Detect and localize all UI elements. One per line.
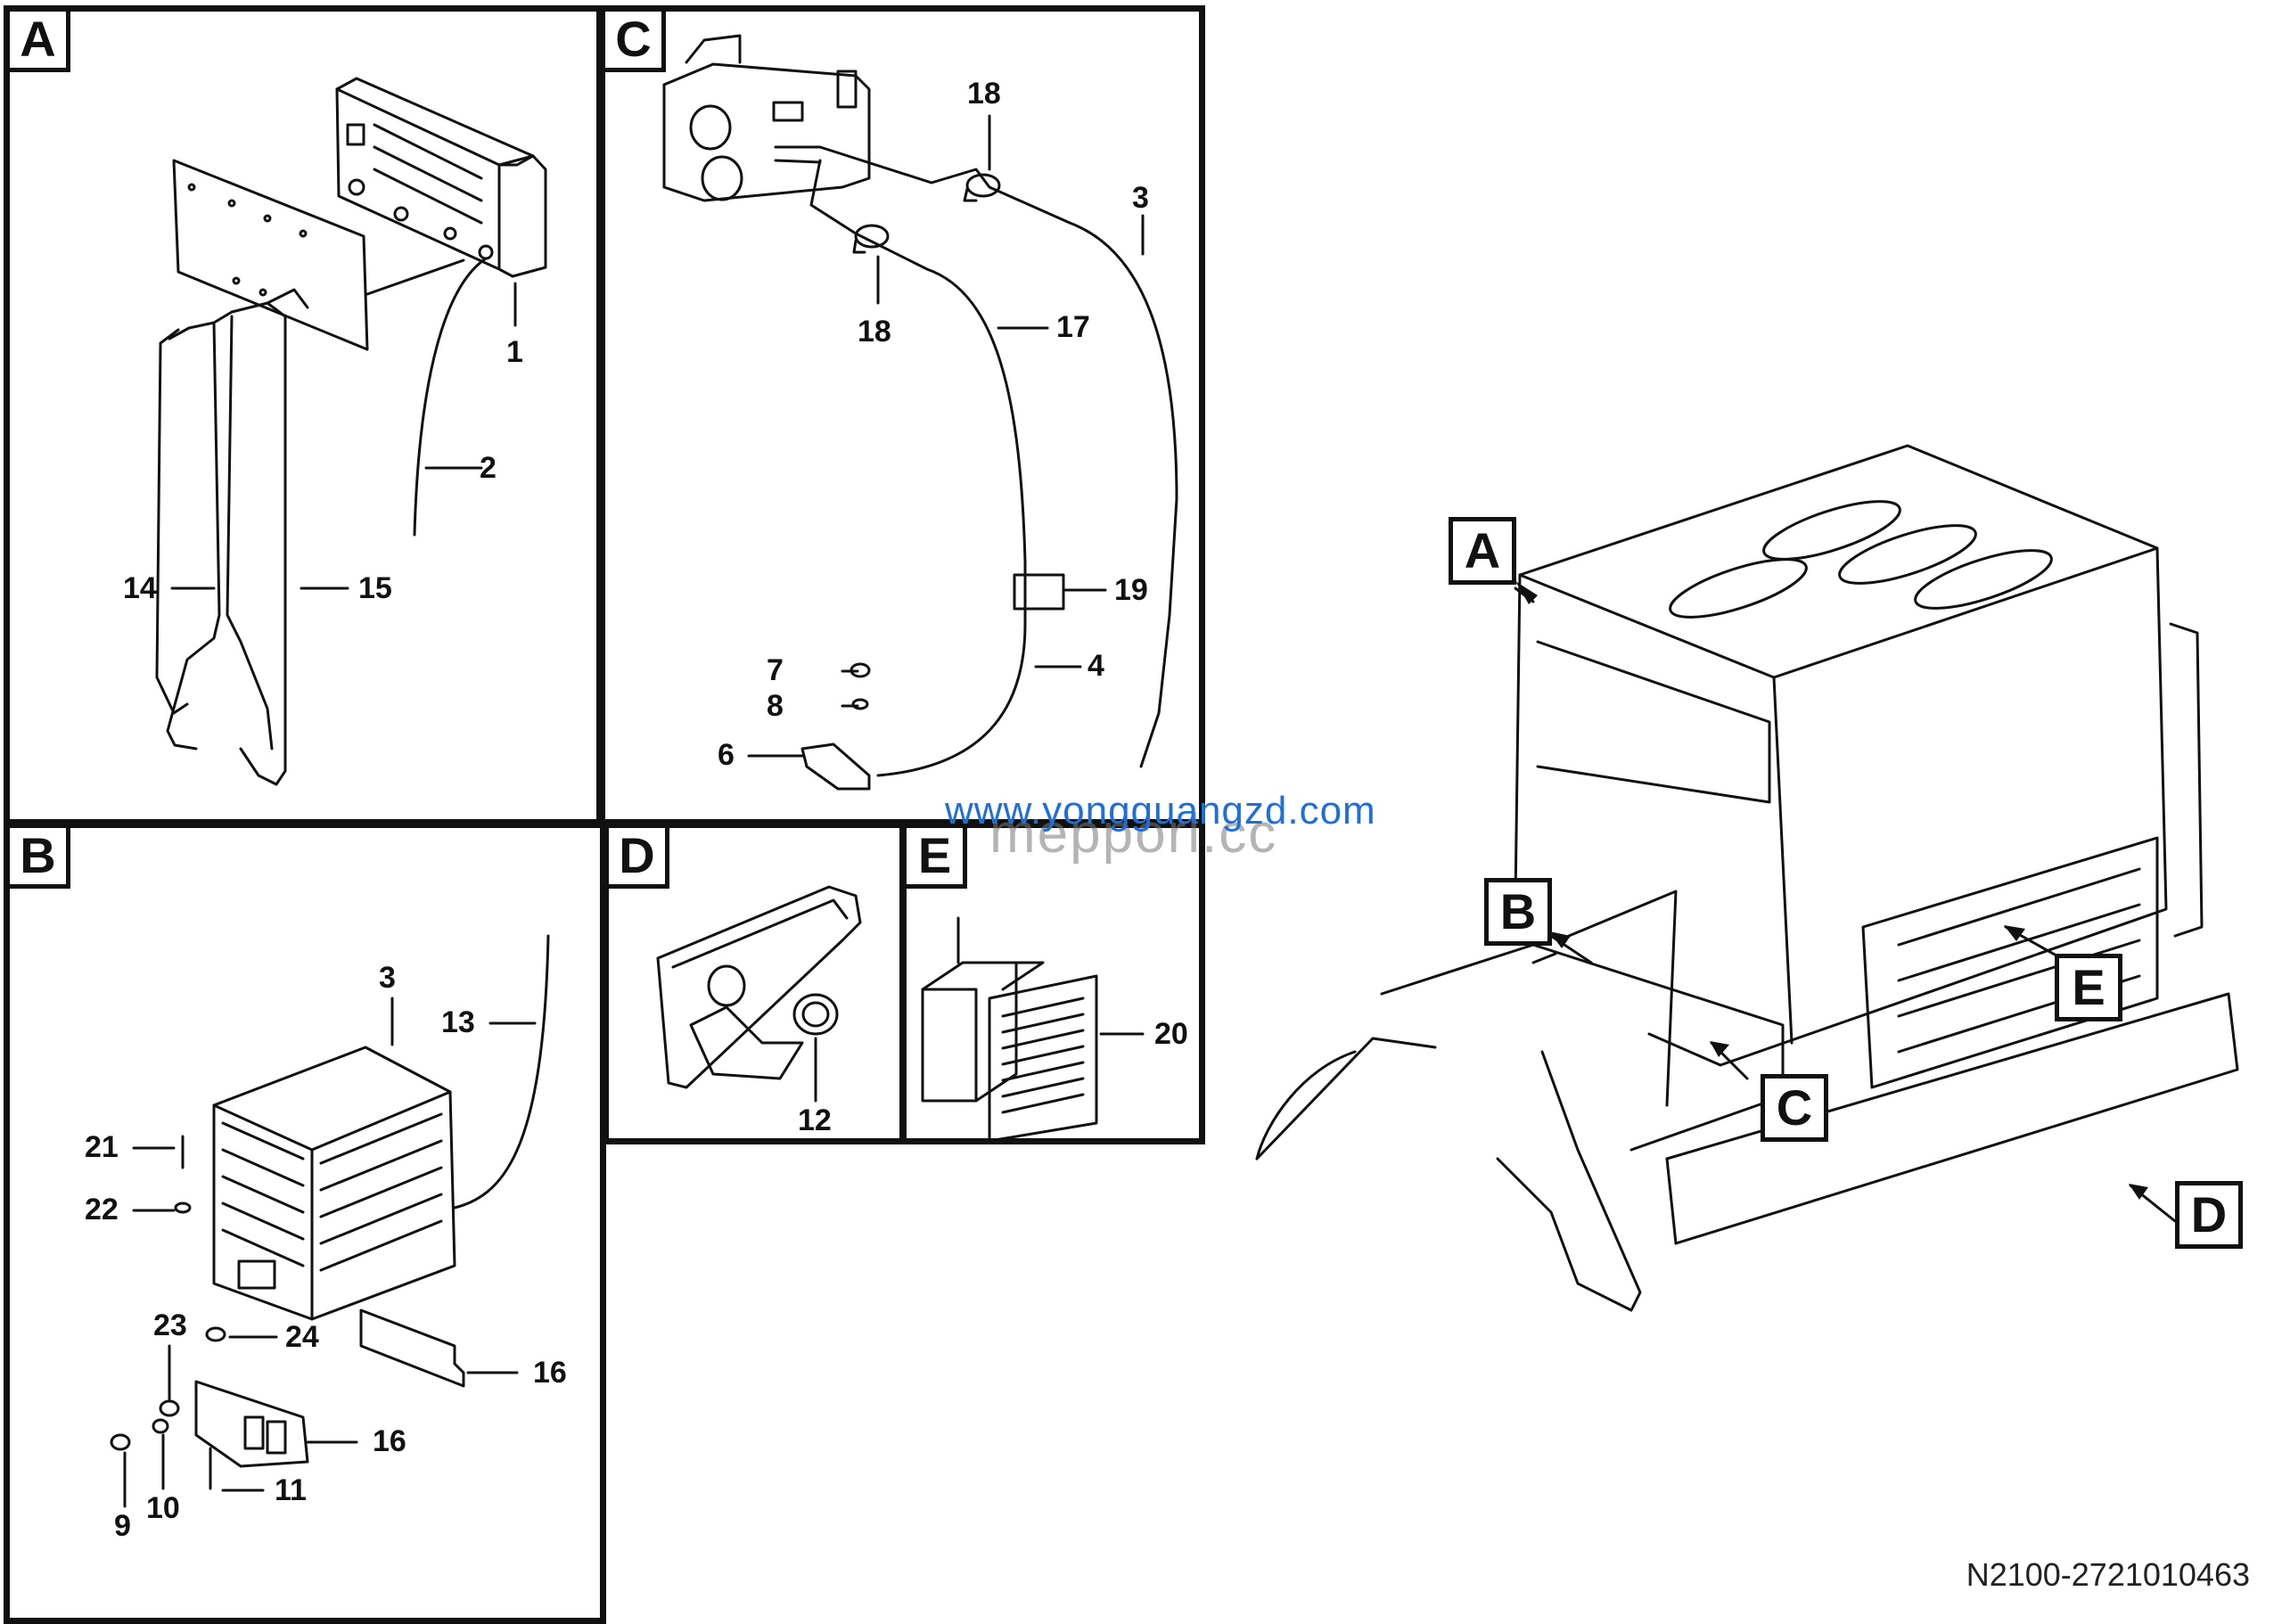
part-number-8: 8 xyxy=(767,689,784,723)
arrow-c xyxy=(1710,1041,1729,1057)
part-number-18-lower: 18 xyxy=(858,315,891,349)
part-number-16-lower: 16 xyxy=(373,1424,406,1458)
part-number-15: 15 xyxy=(358,571,392,605)
washer-22-shape xyxy=(174,1202,192,1214)
part-number-3-c: 3 xyxy=(1132,181,1149,215)
part-number-1: 1 xyxy=(506,335,523,369)
watermark-url: www.yongguangzd.com xyxy=(945,789,1376,833)
hose-4-drawing xyxy=(876,622,1027,777)
part-number-7: 7 xyxy=(767,653,784,687)
arrow-b xyxy=(1549,931,1571,948)
grommet-bracket-drawing xyxy=(656,885,862,1089)
part-number-19: 19 xyxy=(1114,573,1148,607)
cable-2-drawing xyxy=(413,257,488,537)
callout-a: A xyxy=(1449,517,1516,585)
part-number-24: 24 xyxy=(285,1320,319,1354)
panel-c: C xyxy=(599,5,1205,825)
heater-unit-drawing xyxy=(335,77,547,278)
diagram-code: N2100-2721010463 xyxy=(1966,1556,2250,1593)
panel-e-tag: E xyxy=(907,828,967,889)
part-number-21: 21 xyxy=(85,1130,119,1164)
part-number-14: 14 xyxy=(123,571,157,605)
callout-b: B xyxy=(1484,878,1552,946)
callout-d: D xyxy=(2175,1181,2243,1249)
bracket-6 xyxy=(800,742,871,791)
part-number-16-upper: 16 xyxy=(533,1356,567,1390)
nut-9-shape xyxy=(110,1433,131,1451)
panel-e: E xyxy=(900,822,1205,1144)
pipe-14-drawing xyxy=(155,288,309,786)
part-number-20: 20 xyxy=(1154,1017,1188,1051)
hose-3-drawing xyxy=(818,145,1178,768)
bracket-16-upper xyxy=(359,1308,465,1388)
washer-8-shape xyxy=(851,698,869,710)
wire-13-drawing xyxy=(453,934,550,1210)
panel-b-tag: B xyxy=(10,828,70,889)
part-number-2: 2 xyxy=(480,451,497,485)
arrow-e xyxy=(2004,925,2025,941)
part-number-23: 23 xyxy=(153,1308,187,1342)
panel-c-tag: C xyxy=(605,12,666,72)
part-number-10: 10 xyxy=(146,1491,180,1525)
callout-e: E xyxy=(2055,954,2122,1021)
mounting-plate-drawing xyxy=(172,159,465,351)
part-number-18-top: 18 xyxy=(967,77,1001,111)
arrow-a xyxy=(1515,581,1538,604)
chassis-frame-drawing xyxy=(1255,836,2239,1312)
valve-block-drawing xyxy=(662,34,871,202)
part-number-12: 12 xyxy=(798,1103,832,1137)
hose-clamp-18a xyxy=(963,173,1001,202)
watermark-text-large: mepporl.cc xyxy=(989,803,1278,865)
part-number-13: 13 xyxy=(441,1005,475,1039)
cab-body-drawing xyxy=(1514,444,2204,1067)
vent-grille-20-drawing xyxy=(921,916,1098,1143)
part-number-11: 11 xyxy=(275,1473,307,1507)
t-connector-19 xyxy=(1013,560,1065,626)
panel-d-tag: D xyxy=(609,828,669,889)
part-number-6: 6 xyxy=(718,738,735,772)
panel-a-tag: A xyxy=(10,12,70,72)
washer-24-shape xyxy=(205,1326,226,1342)
heater-core-3-drawing xyxy=(212,1046,456,1321)
washer-10-shape xyxy=(152,1418,169,1434)
arrow-d xyxy=(2129,1184,2148,1200)
bracket-16-lower xyxy=(194,1380,309,1468)
callout-c: C xyxy=(1761,1074,1828,1142)
part-number-4: 4 xyxy=(1088,649,1104,683)
part-number-22: 22 xyxy=(85,1193,119,1226)
nut-23-shape xyxy=(159,1399,180,1417)
panel-b: B xyxy=(4,822,606,1624)
part-number-9: 9 xyxy=(114,1509,131,1543)
hose-clamp-18b xyxy=(852,224,890,254)
part-number-17: 17 xyxy=(1056,310,1090,344)
part-number-3-b: 3 xyxy=(379,961,396,995)
hose-17-drawing xyxy=(809,159,1027,563)
